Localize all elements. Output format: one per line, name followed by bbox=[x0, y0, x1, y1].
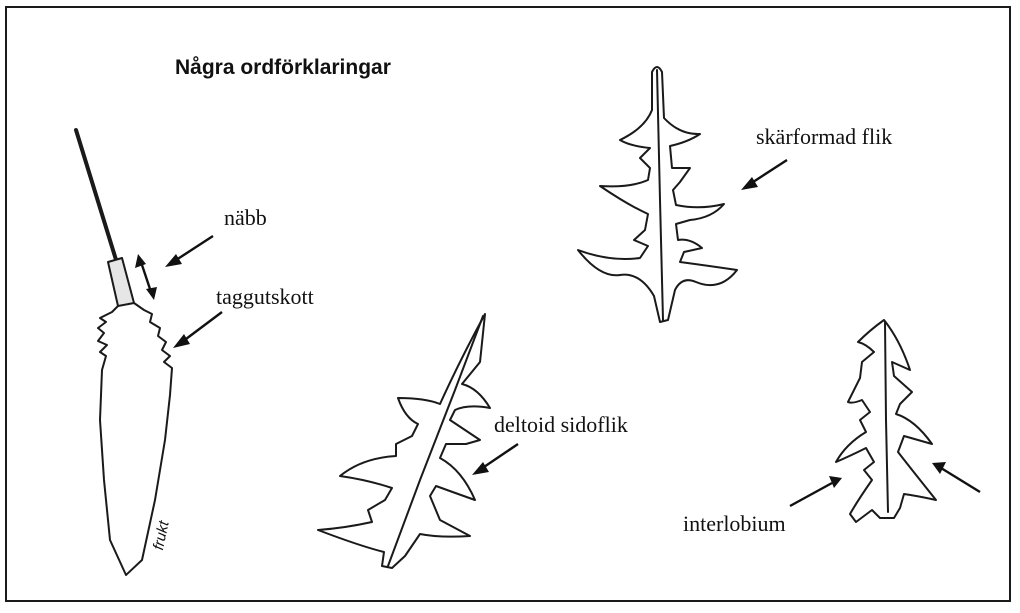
leaf-interlobium-midrib bbox=[885, 322, 888, 512]
arrow-skarformad-head bbox=[741, 177, 758, 190]
label-skarformad-flik: skärformad flik bbox=[756, 124, 892, 150]
arrow-deltoid bbox=[481, 444, 518, 469]
fruit-drawing bbox=[76, 130, 172, 575]
label-deltoid-sidoflik: deltoid sidoflik bbox=[494, 412, 628, 438]
arrow-interlobium-left bbox=[790, 483, 832, 506]
arrow-skarformad bbox=[750, 160, 787, 184]
label-nabb: näbb bbox=[224, 205, 267, 231]
arrow-beak-length-head-top bbox=[135, 254, 146, 268]
label-interlobium: interlobium bbox=[683, 511, 786, 537]
arrow-nabb bbox=[173, 236, 213, 262]
arrow-taggutskott-head bbox=[173, 334, 190, 348]
leaf-deltoid-outline bbox=[318, 314, 490, 568]
leaf-sickle bbox=[578, 67, 737, 322]
leaf-sickle-midrib bbox=[657, 70, 663, 320]
arrow-interlobium-left-head bbox=[829, 476, 842, 488]
leaf-interlobium bbox=[836, 320, 936, 522]
arrow-beak-length-head-bottom bbox=[146, 287, 157, 300]
arrow-nabb-head bbox=[165, 254, 182, 267]
arrow-beak-length bbox=[141, 262, 151, 292]
beak-line bbox=[76, 130, 117, 263]
arrow-interlobium-right-head bbox=[932, 462, 946, 474]
beak-base bbox=[108, 258, 134, 306]
label-taggutskott: taggutskott bbox=[216, 284, 314, 310]
arrow-interlobium-right bbox=[941, 468, 980, 492]
arrow-taggutskott bbox=[182, 312, 222, 342]
leaf-deltoid bbox=[318, 314, 490, 568]
